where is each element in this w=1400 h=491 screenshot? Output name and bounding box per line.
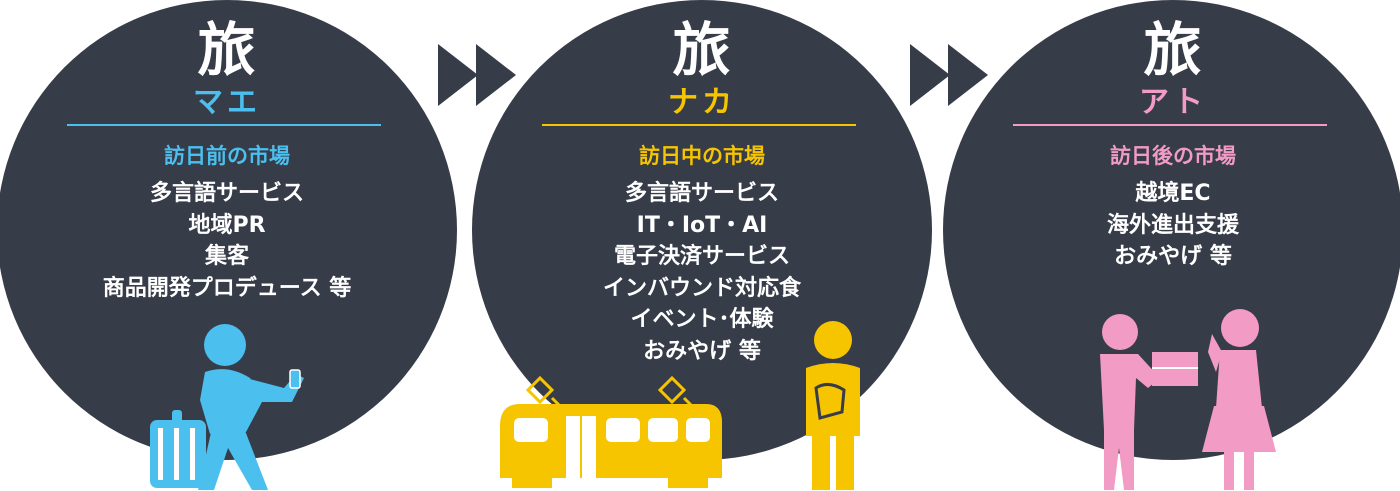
double-arrow-icon [438,44,516,106]
stage-market-title: 訪日前の市場 [164,144,290,168]
stage-item-list: 多言語サービス 地域PR 集客 商品開発プロデュース 等 [0,178,457,304]
train-icon [500,375,722,488]
list-item: 商品開発プロデュース 等 [102,275,352,301]
stage-naka: 旅 ナカ 訪日中の市場 多言語サービス IT・IoT・AI 電子決済サービス イ… [472,0,932,491]
stage-item-list: 越境EC 海外進出支援 おみやげ 等 [943,178,1400,273]
double-arrow-icon [910,44,988,106]
stage-market-title: 訪日後の市場 [1110,144,1236,168]
list-item: 電子決済サービス [613,244,790,269]
list-item: 地域PR [188,212,266,238]
list-item: 多言語サービス [624,181,779,206]
list-item: 集客 [204,244,249,269]
list-item: おみやげ 等 [1114,244,1232,269]
guide-person-icon [806,321,860,490]
list-item: 多言語サービス [149,181,304,206]
stage-mae: 旅 マエ 訪日前の市場 多言語サービス 地域PR 集客 商品開発プロデュース 等 [0,0,457,491]
stage-phase-label: アト [1139,85,1207,120]
list-item: イベント･体験 [630,307,774,332]
stage-kanji: 旅 [197,16,257,84]
list-item: インバウンド対応食 [602,275,801,301]
list-item: おみやげ 等 [643,338,761,364]
traveler-with-suitcase-icon [150,324,304,490]
stage-market-title: 訪日中の市場 [639,144,765,168]
list-item: 海外進出支援 [1106,212,1239,238]
stage-item-list: 多言語サービス IT・IoT・AI 電子決済サービス インバウンド対応食 イベン… [472,178,932,367]
gift-giving-icon [1100,309,1276,490]
stage-kanji: 旅 [672,16,732,84]
stage-phase-label: マエ [193,85,261,120]
list-item: 越境EC [1135,181,1211,206]
stage-phase-label: ナカ [668,85,736,120]
list-item: IT・IoT・AI [636,212,768,238]
stage-divider [67,124,381,126]
stage-divider [1013,124,1327,126]
stage-divider [542,124,856,126]
stage-kanji: 旅 [1143,16,1203,84]
stage-ato: 旅 アト 訪日後の市場 越境EC 海外進出支援 おみやげ 等 [943,0,1400,491]
